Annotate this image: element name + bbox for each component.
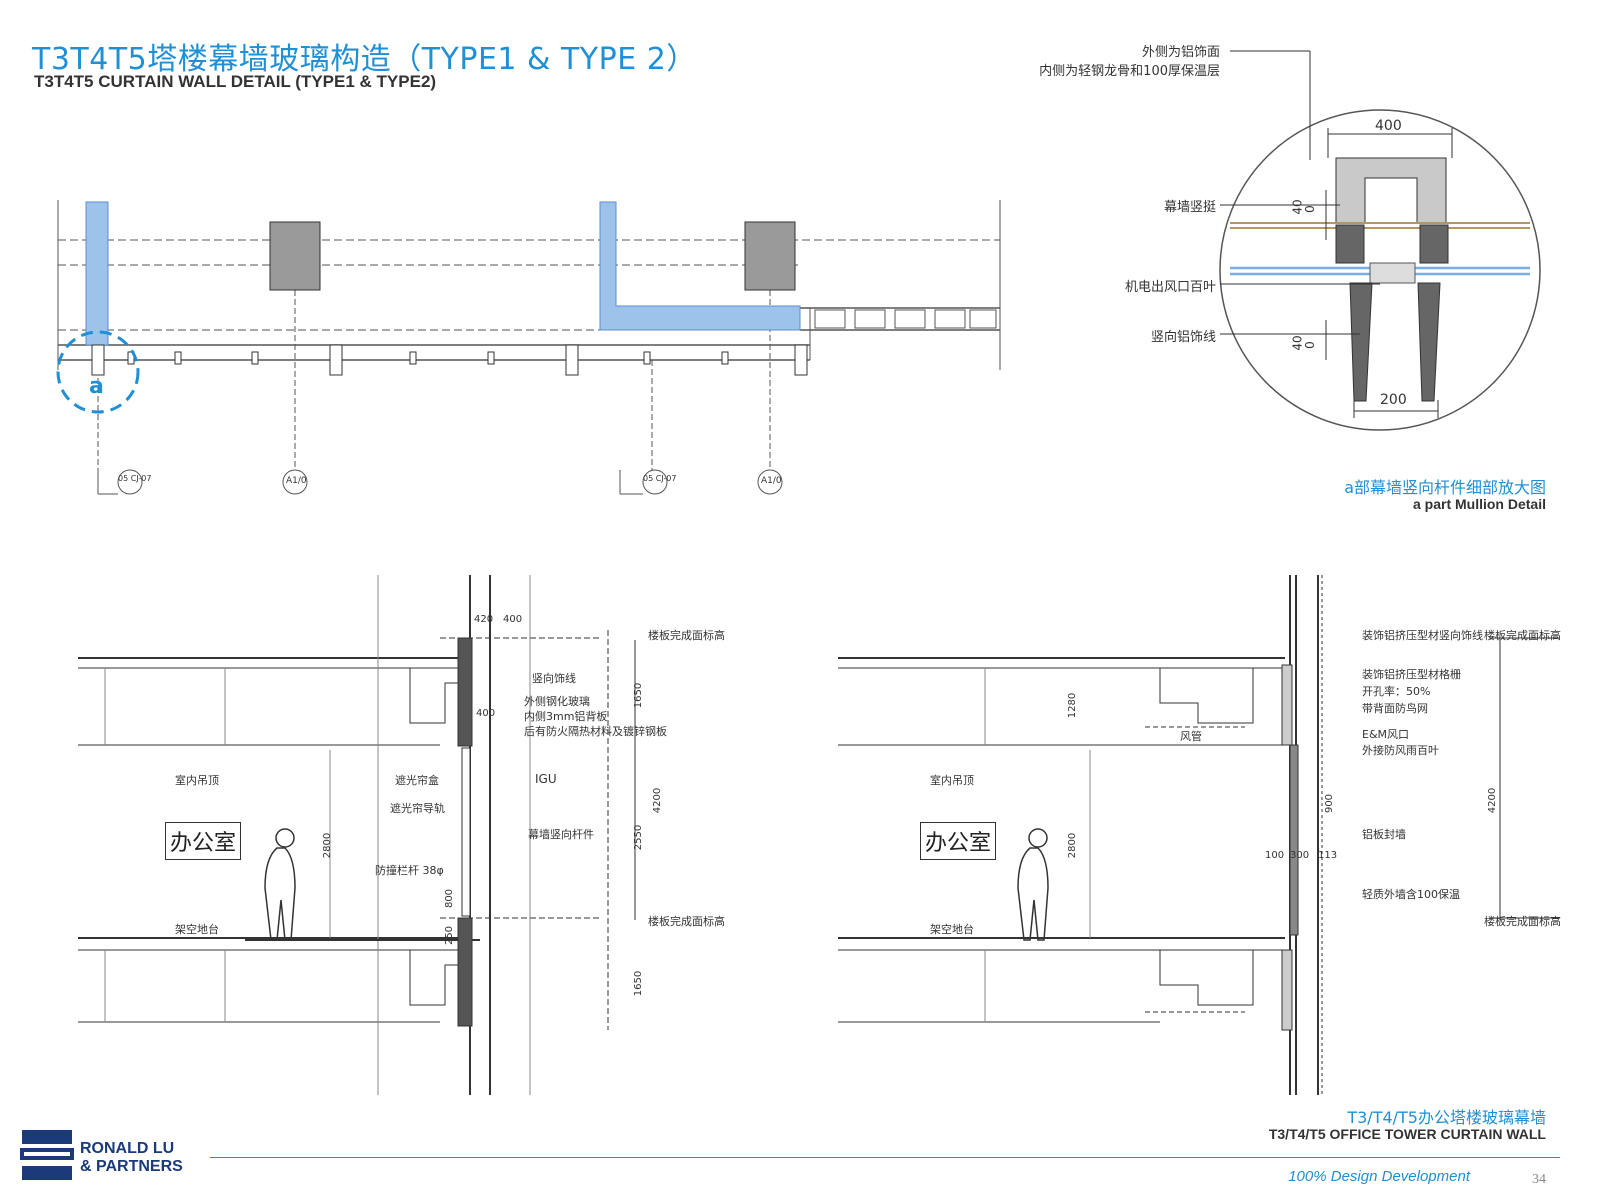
s2-dim-2800: 2800	[1067, 832, 1079, 859]
s1-dim-1650a: 1650	[633, 682, 645, 709]
s2-dim-900: 900	[1324, 793, 1336, 814]
person-figure-1	[264, 828, 296, 941]
detail-a-caption-cn: a部幕墙竖向杆件细部放大图	[1344, 478, 1546, 497]
s2-label-insul: 轻质外墙含100保温	[1362, 888, 1460, 901]
s1-dim-400b: 400	[476, 708, 496, 719]
grid-tag-3: 05 CJ-07	[643, 474, 677, 483]
s1-label-rail: 防撞栏杆 38φ	[375, 864, 444, 877]
s1-label-igu: IGU	[535, 772, 557, 786]
s1-dim-400: 400	[503, 614, 523, 625]
s2-label-grille-2: 开孔率：50%	[1362, 685, 1431, 698]
detail-a-dim-v2b: 0	[1302, 341, 1317, 349]
s2-label-grille-3: 带背面防鸟网	[1362, 702, 1428, 715]
blue-wall-1	[85, 201, 109, 346]
s2-label-wall: 铝板封墙	[1362, 828, 1406, 841]
plan-view	[57, 200, 1001, 470]
s1-label-fin: 竖向饰线	[532, 672, 576, 685]
logo-line-1: RONALD LU	[80, 1140, 175, 1157]
grid-tag-4: A1/0	[761, 476, 782, 486]
s1-label-ceiling: 室内吊顶	[175, 774, 219, 787]
plan-edge-boxes	[814, 309, 997, 329]
mullions-row	[91, 344, 808, 376]
detail-a-dim-top: 400	[1375, 118, 1402, 134]
column-1	[269, 221, 321, 291]
s1-label-mullion: 幕墙竖向杆件	[528, 828, 594, 841]
detail-a	[1219, 50, 1541, 431]
section-1-room: 办公室	[165, 822, 242, 860]
s2-dim-113: 113	[1318, 850, 1338, 861]
footer-caption-cn: T3/T4/T5办公塔楼玻璃幕墙	[1347, 1108, 1546, 1127]
section-1-insulation	[457, 637, 473, 1027]
detail-a-label-fin: 竖向铝饰线	[1150, 330, 1216, 345]
s1-label-box: 遮光帘盒	[395, 774, 439, 787]
company-logo-text: RONALD LU & PARTNERS	[80, 1140, 183, 1176]
s1-dim-800: 800	[444, 888, 456, 909]
s1-dim-4200: 4200	[652, 787, 664, 814]
s2-label-ceiling: 室内吊顶	[930, 774, 974, 787]
section-2-slab-hatch	[1281, 664, 1299, 1031]
s1-label-glass: 外侧钢化玻璃	[524, 695, 590, 708]
s1-label-panel-2: 后有防火隔热材料及镀锌钢板	[524, 725, 667, 738]
s1-dim-2800: 2800	[322, 832, 334, 859]
s1-dim-1650b: 1650	[633, 970, 645, 997]
logo-line-2: & PARTNERS	[80, 1158, 183, 1175]
s2-label-level-bot: 楼板完成面标高	[1484, 915, 1561, 928]
section-2-room: 办公室	[920, 822, 997, 860]
column-2	[744, 221, 796, 291]
logo-mark	[20, 1130, 74, 1180]
grid-tag-lines	[97, 470, 643, 495]
s2-label-duct: 风管	[1180, 730, 1202, 743]
detail-a-dim-bottom: 200	[1380, 392, 1407, 408]
detail-marker-circle	[56, 330, 140, 414]
page-subtitle: T3T4T5 CURTAIN WALL DETAIL (TYPE1 & TYPE…	[34, 72, 437, 91]
detail-marker-label: a	[89, 374, 104, 399]
detail-a-label-louver: 机电出风口百叶	[1124, 280, 1216, 295]
page-number: 34	[1532, 1172, 1546, 1187]
s1-label-level-top: 楼板完成面标高	[648, 629, 725, 642]
s2-label-fin: 装饰铝挤压型材竖向饰线	[1362, 629, 1483, 642]
s1-label-panel-1: 内侧3mm铝背板	[524, 710, 608, 723]
detail-a-caption-en: a part Mullion Detail	[1412, 496, 1546, 512]
detail-a-label-outer-1: 外侧为铝饰面	[1141, 45, 1220, 60]
grid-tags	[117, 469, 783, 495]
stage-label: 100% Design Development	[1288, 1168, 1470, 1185]
s1-label-level-bot: 楼板完成面标高	[648, 915, 725, 928]
s2-label-level-top: 楼板完成面标高	[1484, 629, 1561, 642]
grid-tag-1: 05 CJ-07	[118, 474, 152, 483]
person-figure-2	[1017, 828, 1049, 941]
s2-dim-4200: 4200	[1487, 787, 1499, 814]
s2-label-em-2: 外接防风雨百叶	[1362, 744, 1439, 757]
s2-dim-300: 300	[1290, 850, 1310, 861]
s2-label-em-1: E&M风口	[1362, 728, 1410, 741]
detail-a-label-mullion: 幕墙竖挺	[1163, 200, 1216, 215]
s1-dim-420: 420	[474, 614, 494, 625]
s2-label-grille-1: 装饰铝挤压型材格栅	[1362, 668, 1461, 681]
footer-caption-en: T3/T4/T5 OFFICE TOWER CURTAIN WALL	[1268, 1126, 1546, 1142]
grid-tag-2: A1/0	[286, 476, 307, 486]
s2-dim-100: 100	[1265, 850, 1285, 861]
blue-wall-2	[599, 201, 801, 331]
footer-divider	[210, 1157, 1560, 1158]
s2-label-floor: 架空地台	[930, 923, 974, 936]
s1-label-floor: 架空地台	[175, 923, 219, 936]
s1-dim-2550: 2550	[633, 824, 645, 851]
s1-label-track: 遮光帘导轨	[390, 802, 445, 815]
detail-a-label-outer-2: 内侧为轻钢龙骨和100厚保温层	[1039, 64, 1220, 79]
detail-a-dim-v1b: 0	[1302, 205, 1317, 213]
s1-dim-250: 250	[444, 925, 456, 946]
s2-dim-1280: 1280	[1067, 692, 1079, 719]
page-title: T3T4T5塔楼幕墙玻璃构造（TYPE1 & TYPE 2）	[32, 42, 697, 77]
